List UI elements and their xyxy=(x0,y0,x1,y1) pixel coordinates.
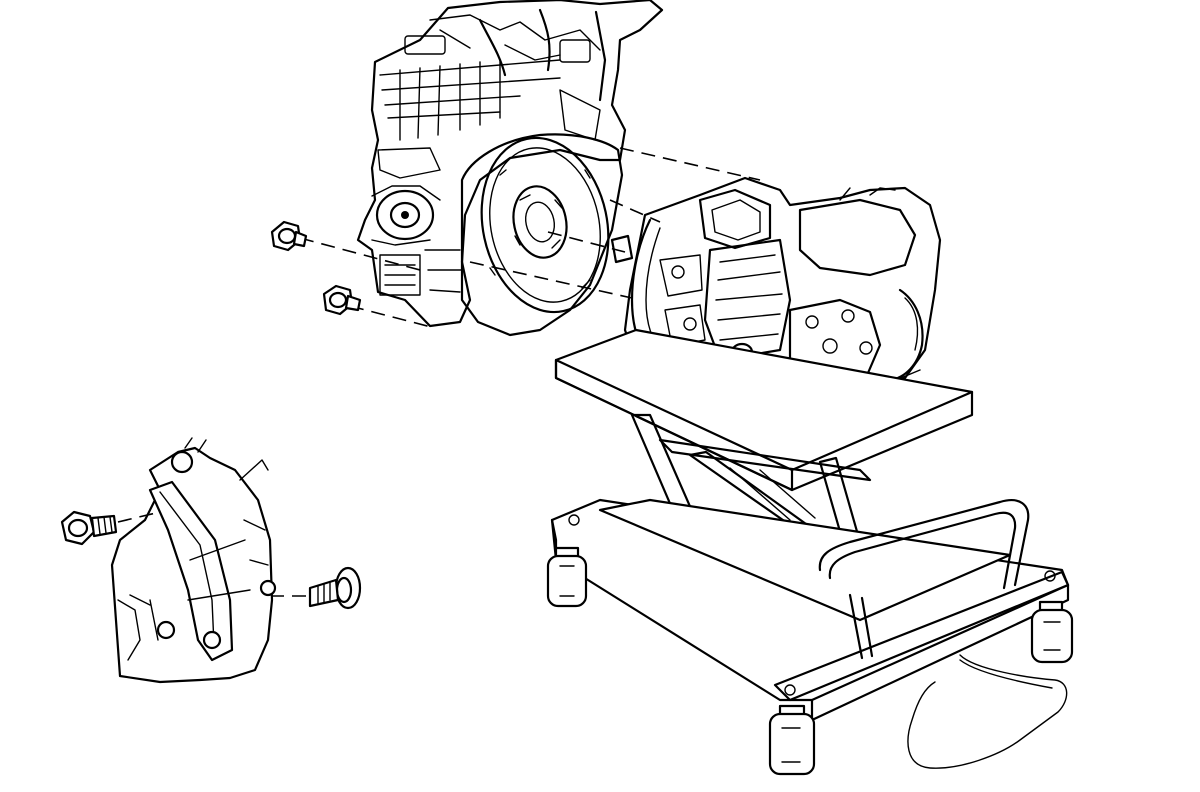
bolt-icon xyxy=(270,220,308,252)
caster-front-right xyxy=(1030,600,1074,664)
caster-rear-left xyxy=(768,704,816,776)
bracket-bolts xyxy=(60,510,362,610)
mount-bracket-detail xyxy=(110,437,277,684)
bolt-icon xyxy=(60,510,161,546)
transmission-jack xyxy=(546,328,1074,776)
alignment-lines xyxy=(299,147,761,329)
bolt-icon xyxy=(322,284,362,316)
upper-mount-bolts xyxy=(270,220,362,316)
flywheel xyxy=(480,136,610,314)
bolt-icon xyxy=(272,566,362,610)
caster-front-left xyxy=(546,546,588,608)
engine-assembly xyxy=(356,0,664,337)
